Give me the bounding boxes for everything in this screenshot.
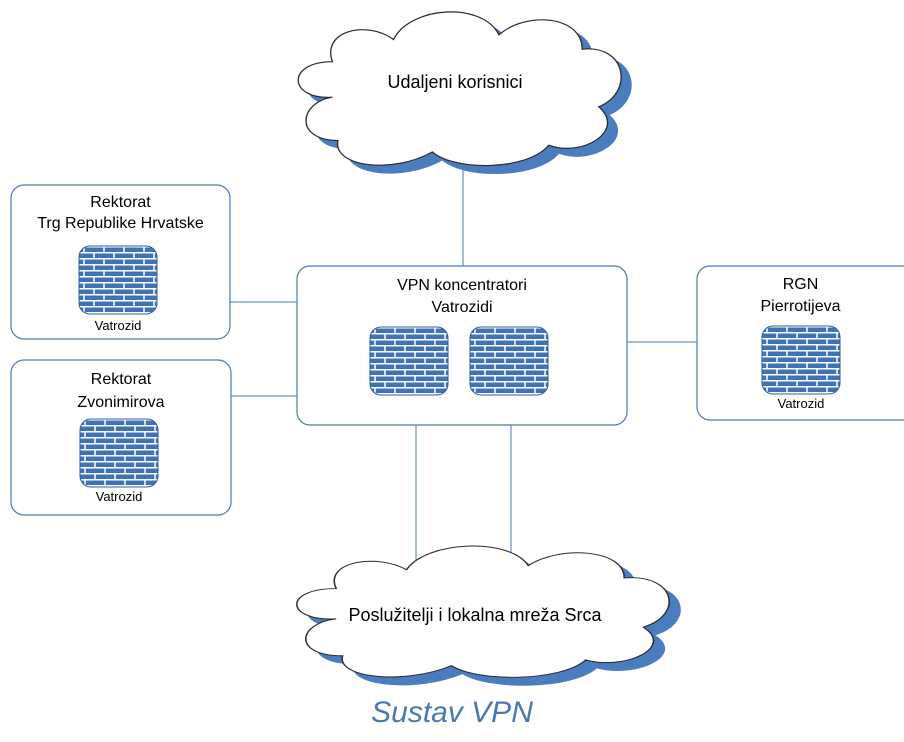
firewall-icon-rektorat-zvonimirova <box>79 418 159 488</box>
cloud-label-servers-local-network: Poslužitelji i lokalna mreža Srca <box>348 605 602 625</box>
firewall-icon-vpn-2 <box>469 326 549 396</box>
diagram-caption: Sustav VPN <box>371 696 533 729</box>
cloud-label-remote-users: Udaljeni korisnici <box>387 72 523 92</box>
firewall-icon-rgn <box>761 325 841 395</box>
rektorat-zvonimirova-title-line2: Zvonimirova <box>77 394 165 411</box>
rgn-title-line2: Pierrotijeva <box>760 298 841 315</box>
rektorat-trg-title-line2: Trg Republike Hrvatske <box>37 215 204 232</box>
vpn-center-title-line1: VPN koncentratori <box>397 277 527 294</box>
rgn-firewall-label: Vatrozid <box>777 396 825 411</box>
firewall-icon-rektorat-trg <box>78 245 158 315</box>
rektorat-trg-title-line1: Rektorat <box>90 194 151 211</box>
firewall-icon-vpn-1 <box>369 326 449 396</box>
rgn-title-line1: RGN <box>782 276 819 293</box>
vpn-center-title-line2: Vatrozidi <box>431 299 493 316</box>
rektorat-zvonimirova-title-line1: Rektorat <box>90 371 152 388</box>
rektorat-trg-firewall-label: Vatrozid <box>94 318 142 333</box>
rektorat-zvonimirova-firewall-label: Vatrozid <box>95 489 143 504</box>
